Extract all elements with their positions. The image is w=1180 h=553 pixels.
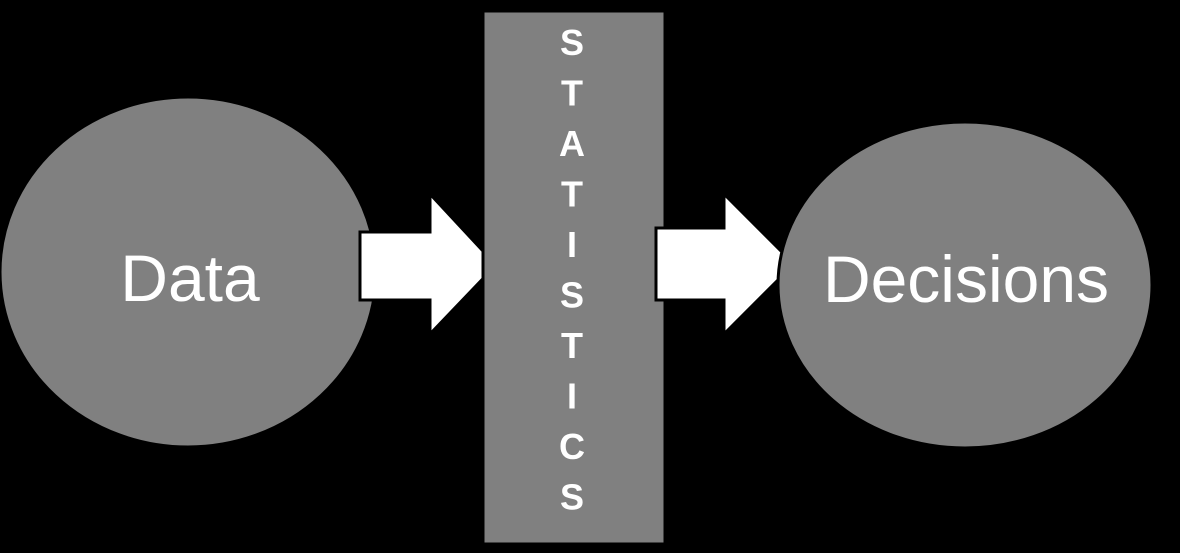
statistics-letter: C xyxy=(559,426,585,467)
data-label: Data xyxy=(120,241,260,315)
decisions-label: Decisions xyxy=(823,242,1109,316)
arrow-statistics-to-decisions xyxy=(654,190,797,338)
statistics-letter: A xyxy=(559,123,585,164)
arrow-data-to-statistics xyxy=(358,190,499,338)
statistics-letter: I xyxy=(567,224,577,265)
statistics-letter: T xyxy=(561,174,583,215)
statistics-letter: S xyxy=(560,22,584,63)
statistics-letter: I xyxy=(567,376,577,417)
statistics-letter: T xyxy=(561,73,583,114)
statistics-letter: S xyxy=(560,275,584,316)
statistics-letter: T xyxy=(561,325,583,366)
decisions-circle xyxy=(776,120,1154,450)
statistics-bar xyxy=(481,9,667,546)
statistics-letter: S xyxy=(560,477,584,518)
